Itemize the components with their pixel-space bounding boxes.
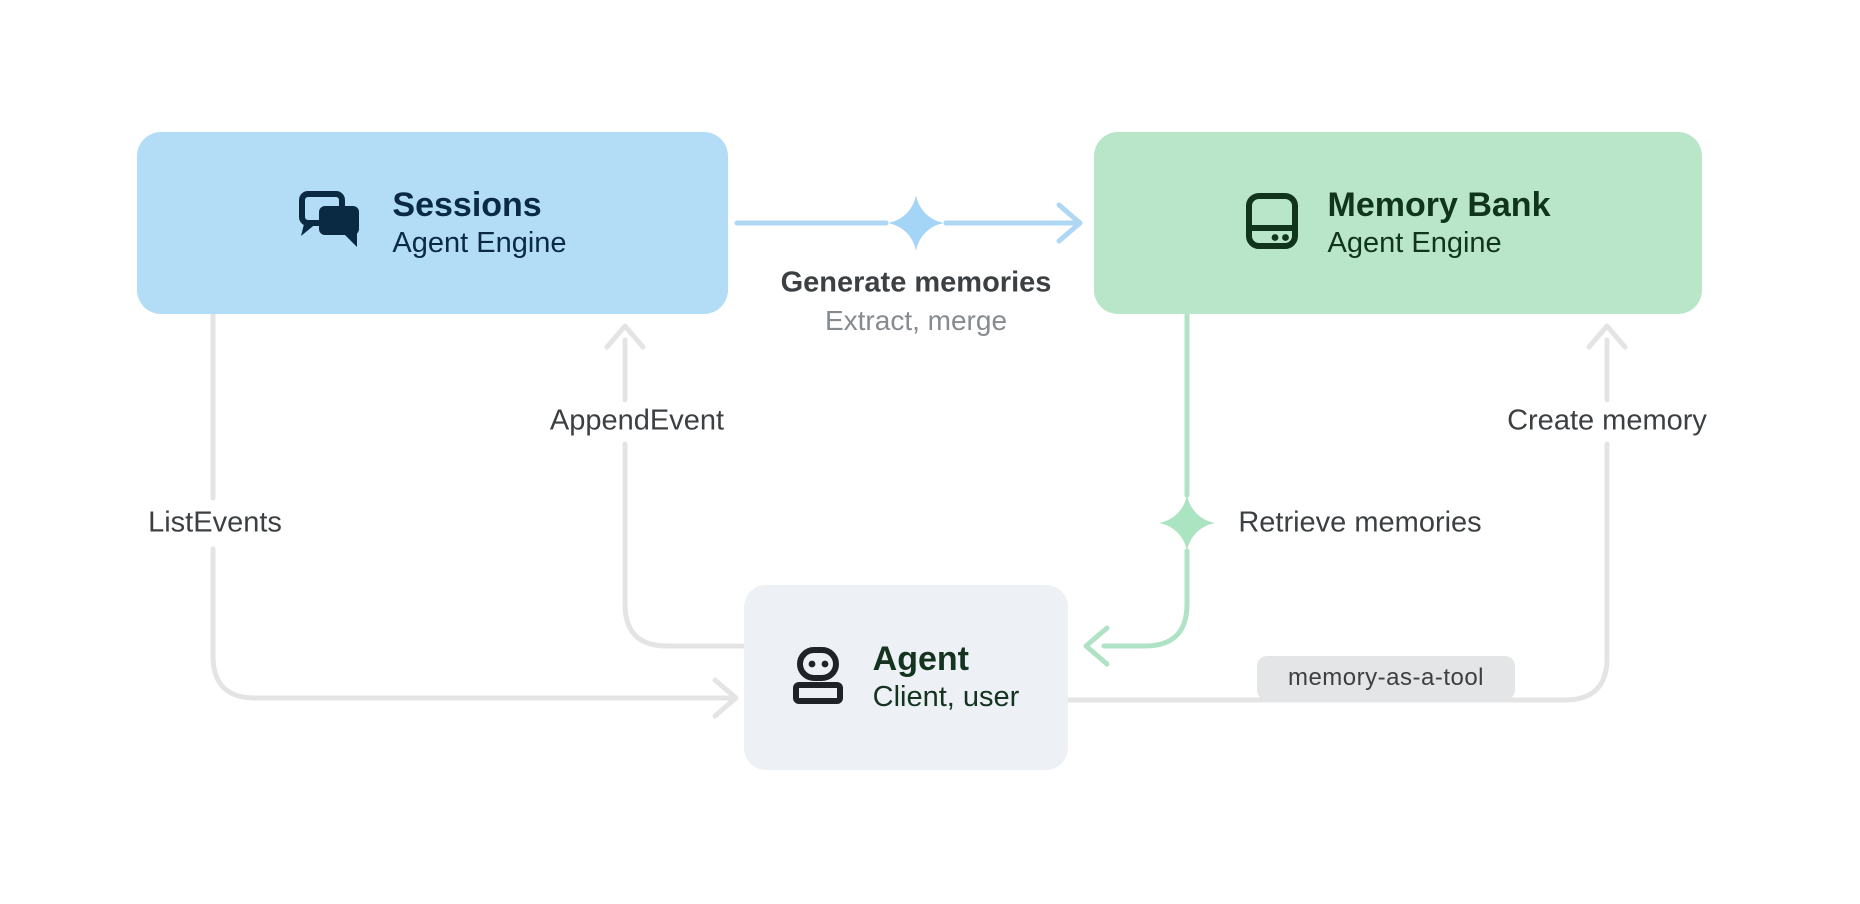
arrow-right-icon bbox=[712, 677, 739, 719]
node-memory-bank: Memory Bank Agent Engine bbox=[1094, 132, 1702, 314]
node-text: Sessions Agent Engine bbox=[392, 185, 566, 262]
edge-label-generate-memories: Generate memories bbox=[774, 264, 1058, 302]
edge-create-memory bbox=[1065, 323, 1628, 703]
edge-label-append-event: AppendEvent bbox=[543, 402, 731, 440]
chat-forum-icon bbox=[298, 190, 362, 257]
edge-label-create-memory: Create memory bbox=[1501, 402, 1713, 440]
robot-icon bbox=[792, 646, 843, 709]
edge-line bbox=[1065, 441, 1610, 703]
node-subtitle: Client, user bbox=[872, 681, 1020, 713]
arrow-right-icon bbox=[1056, 202, 1083, 244]
hard-drive-icon bbox=[1245, 192, 1298, 254]
node-agent: Agent Client, user bbox=[744, 585, 1068, 770]
edge-sublabel-extract-merge: Extract, merge bbox=[818, 304, 1014, 338]
edge-line bbox=[622, 441, 747, 649]
edge-label-retrieve-memories: Retrieve memories bbox=[1232, 504, 1488, 542]
node-text: Agent Client, user bbox=[873, 639, 1020, 716]
memory-as-a-tool-badge: memory-as-a-tool bbox=[1257, 656, 1515, 700]
arrow-left-icon bbox=[1083, 625, 1110, 667]
sparkle-icon bbox=[888, 195, 944, 251]
node-subtitle: Agent Engine bbox=[392, 226, 567, 259]
node-title: Memory Bank bbox=[1327, 185, 1551, 224]
edge-retrieve-memories bbox=[1083, 311, 1190, 667]
node-sessions: Sessions Agent Engine bbox=[137, 132, 728, 314]
edge-line bbox=[210, 546, 735, 701]
edge-generate-memories bbox=[734, 202, 1083, 244]
node-title: Agent bbox=[872, 640, 969, 678]
edge-list-events bbox=[210, 311, 739, 719]
arrow-up-icon bbox=[1586, 323, 1628, 350]
node-text: Memory Bank Agent Engine bbox=[1328, 185, 1551, 262]
sparkle-icon bbox=[1159, 495, 1215, 551]
arrow-up-icon bbox=[604, 323, 646, 350]
edge-append-event bbox=[604, 323, 747, 649]
edge-label-list-events: ListEvents bbox=[142, 504, 288, 542]
node-subtitle: Agent Engine bbox=[1327, 226, 1502, 259]
edge-line bbox=[1101, 548, 1190, 649]
node-title: Sessions bbox=[392, 185, 542, 224]
